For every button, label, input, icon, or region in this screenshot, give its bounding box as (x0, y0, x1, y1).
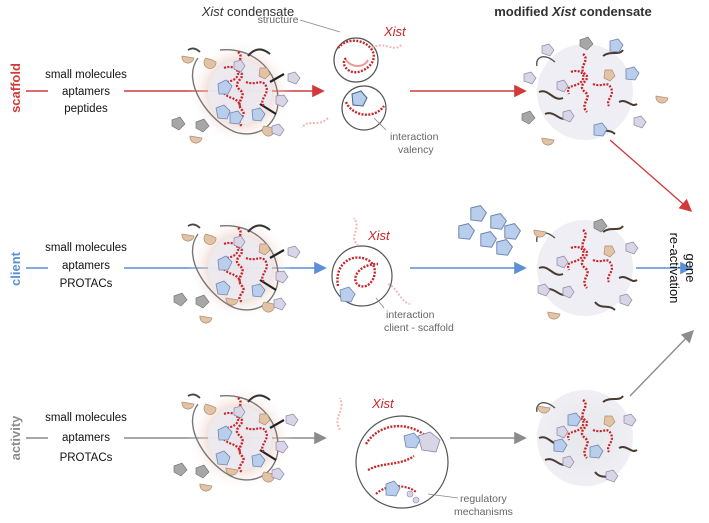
agent-label: peptides (64, 103, 108, 115)
row-scaffold: scaffold small molecules aptamers peptid… (8, 14, 693, 212)
header-condensate-right: condensate (576, 4, 652, 19)
row-label-client: client (8, 251, 23, 286)
callout-valency: valency (398, 144, 434, 156)
callout-structure: structure (258, 14, 299, 26)
row-activity: activity small molecules aptamers PROTAC… (8, 329, 694, 518)
zoom-structure (333, 37, 379, 83)
xist-label: Xist (371, 396, 395, 411)
modified-condensate (535, 42, 639, 142)
callout-interaction: interaction (390, 131, 439, 143)
left-column-header: Xist condensate (201, 4, 295, 19)
header-xist-right: Xist (551, 4, 577, 19)
xist-label: Xist (383, 24, 407, 39)
agent-label: aptamers (62, 86, 110, 98)
agent-label: small molecules (45, 412, 127, 424)
header-modified: modified (494, 4, 552, 19)
agent-label: aptamers (62, 432, 110, 444)
arrow-activity-outcome (629, 329, 694, 397)
callout-regulatory: regulatory (460, 493, 507, 505)
agent-label: small molecules (45, 242, 127, 254)
callout-client-scaffold: client - scaffold (384, 322, 454, 334)
header-xist-left: Xist (201, 4, 225, 19)
agent-label: PROTACs (60, 452, 113, 464)
callout-interaction: interaction (386, 309, 435, 321)
agent-label: PROTACs (60, 278, 113, 290)
outcome-reactivation: re-activation (667, 233, 682, 304)
row-label-scaffold: scaffold (8, 63, 23, 113)
header-condensate-left: condensate (223, 4, 294, 19)
callout-mechanisms: mechanisms (454, 506, 513, 518)
arrow-scaffold-outcome (609, 139, 693, 212)
agent-label: small molecules (45, 69, 127, 81)
right-column-header: modified Xist condensate (494, 4, 651, 19)
row-client: client small molecules aptamers PROTACs … (8, 205, 693, 334)
outcome-label: gene re-activation (667, 233, 698, 304)
agent-label: aptamers (62, 260, 110, 272)
row-label-activity: activity (8, 415, 23, 461)
outcome-gene: gene (683, 254, 698, 283)
xist-label: Xist (367, 228, 391, 243)
